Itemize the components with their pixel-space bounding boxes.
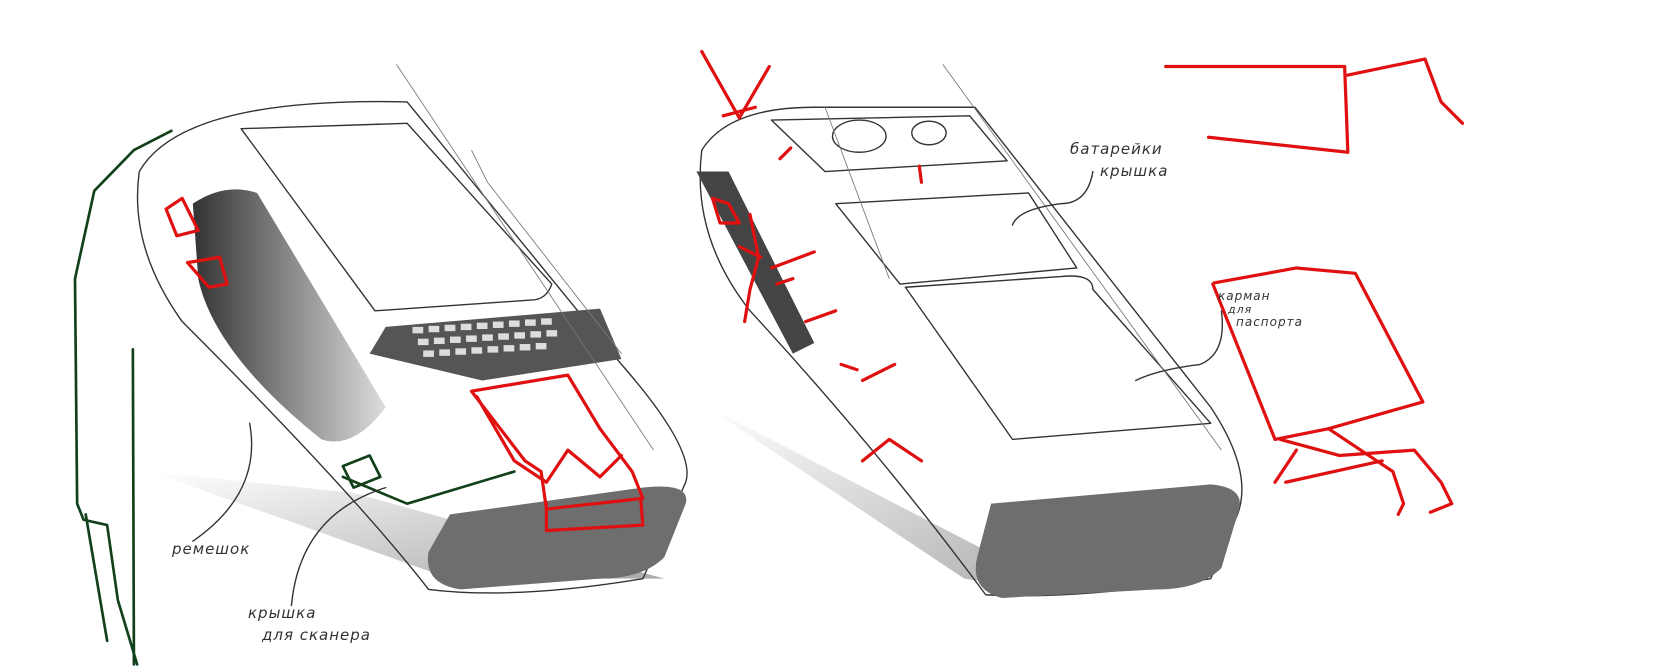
right-side-grip xyxy=(696,171,815,354)
passport-pocket-label-2: для xyxy=(1228,303,1253,316)
camera-module xyxy=(770,115,1008,173)
scanner-cover-label-1: крышка xyxy=(248,604,317,622)
annotation-leaders xyxy=(192,170,1223,607)
battery-cover-label-2: крышка xyxy=(1100,162,1169,180)
passport-pocket-label-1: карман xyxy=(1218,289,1271,303)
left-scanner-window xyxy=(427,486,687,590)
left-device-sketch xyxy=(73,64,688,666)
passport-pocket xyxy=(904,275,1212,441)
battery-cover-label-1: батарейки xyxy=(1070,140,1163,158)
right-device-sketch xyxy=(696,49,1465,598)
passport-pocket-label-3: паспорта xyxy=(1236,315,1303,329)
strap-label: ремешок xyxy=(172,540,251,558)
right-scanner-window xyxy=(975,484,1240,598)
battery-cover xyxy=(835,192,1078,285)
scanner-cover-label-2: для сканера xyxy=(262,626,371,644)
left-side-grip xyxy=(192,189,386,442)
left-screen xyxy=(240,122,553,312)
